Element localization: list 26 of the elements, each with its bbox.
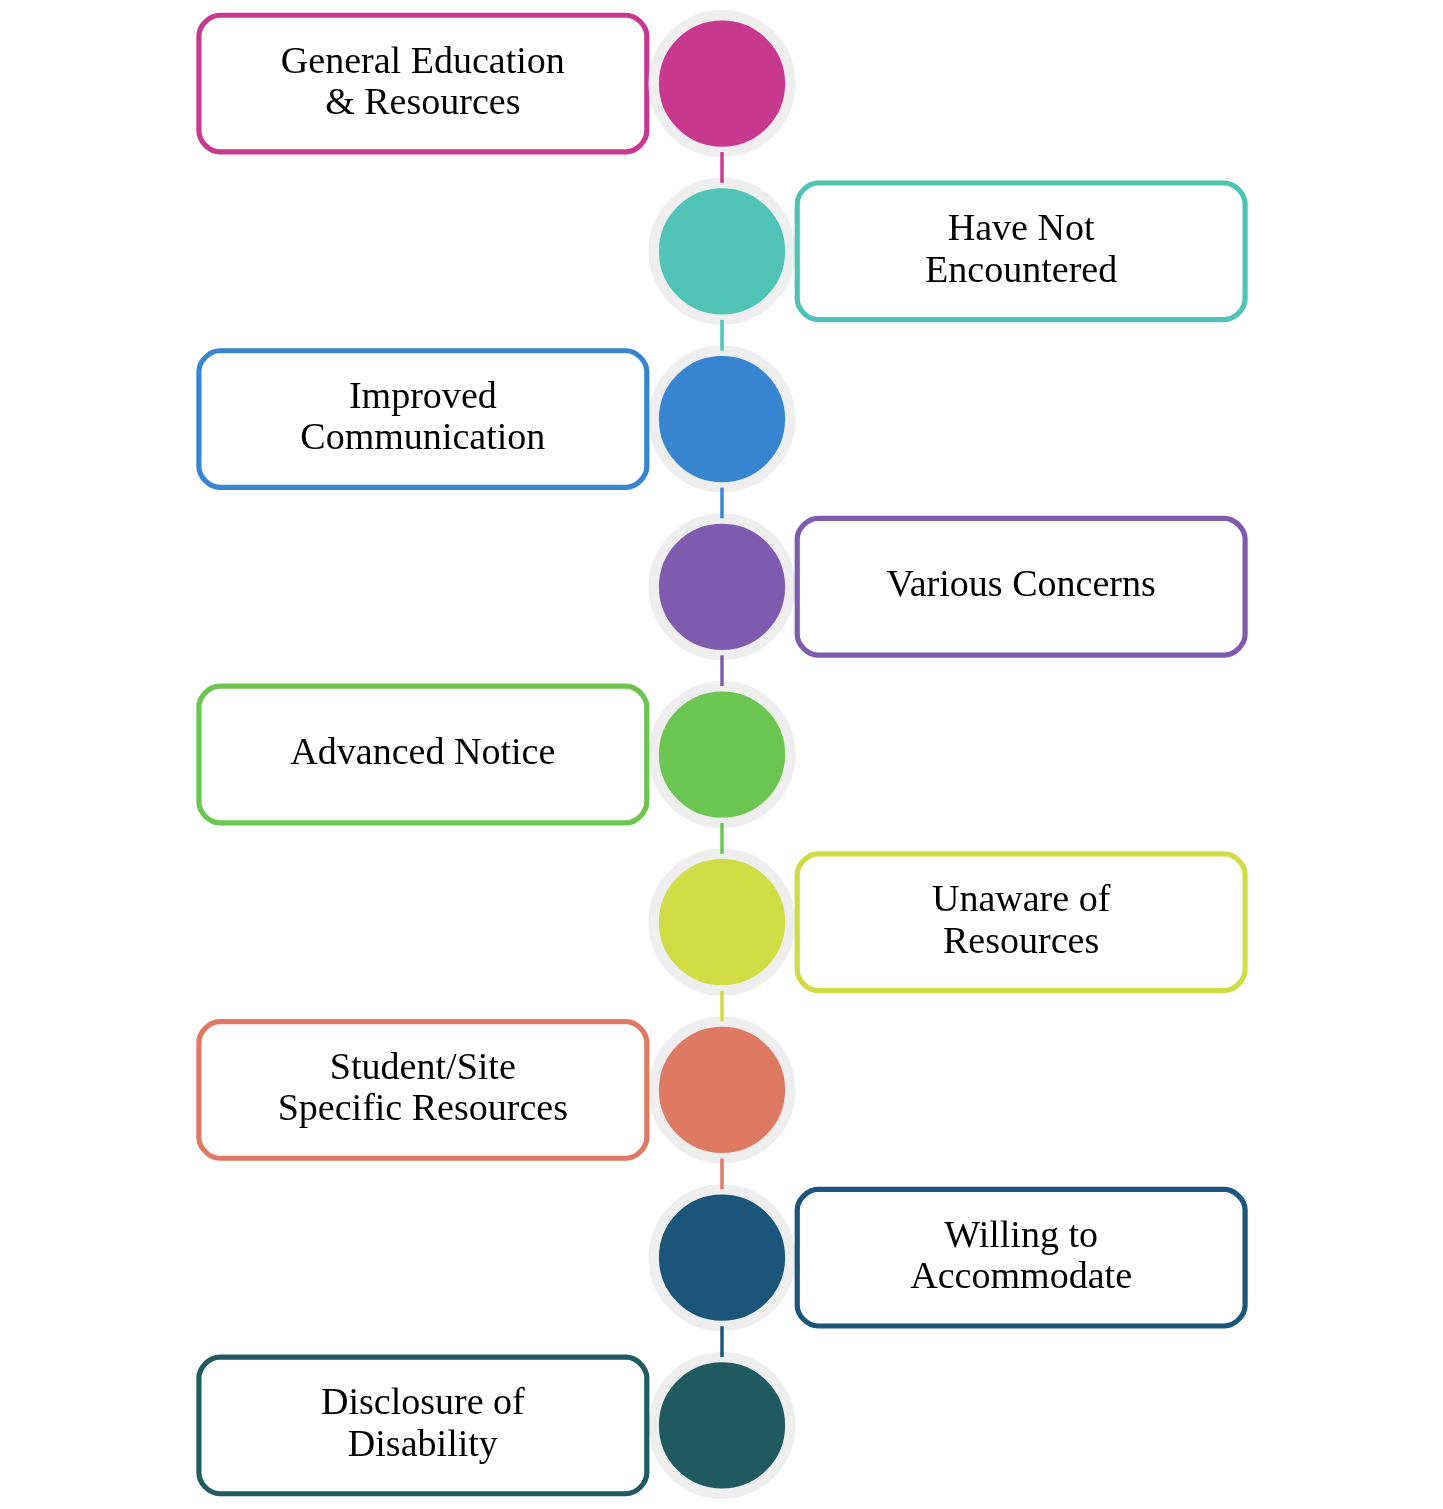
- connector: [719, 1326, 724, 1357]
- connector: [719, 319, 724, 351]
- connector: [719, 990, 724, 1022]
- node-box: Unaware of Resources: [794, 851, 1248, 994]
- node-circle: [648, 177, 795, 325]
- connector: [719, 1158, 724, 1190]
- connector: [719, 152, 724, 183]
- node-circle: [648, 345, 795, 493]
- node-box: Disclosure of Disability: [195, 1354, 649, 1497]
- node-circle: [648, 1016, 795, 1164]
- node-circle: [648, 1351, 795, 1499]
- node-circle: [648, 10, 795, 158]
- connector: [719, 823, 724, 854]
- node-box: Willing to Accommodate: [794, 1186, 1248, 1329]
- connector: [719, 487, 724, 519]
- node-circle: [648, 513, 795, 661]
- node-circle: [648, 1184, 795, 1332]
- node-box: Have Not Encountered: [794, 180, 1248, 323]
- node-circle: [648, 681, 795, 828]
- node-box: Improved Communication: [195, 348, 649, 490]
- node-box: Advanced Notice: [195, 683, 649, 826]
- connector: [719, 655, 724, 686]
- node-box: General Education & Resources: [195, 12, 649, 155]
- node-circle: [648, 848, 795, 996]
- node-box: Various Concerns: [794, 515, 1248, 658]
- node-box: Student/Site Specific Resources: [195, 1019, 649, 1161]
